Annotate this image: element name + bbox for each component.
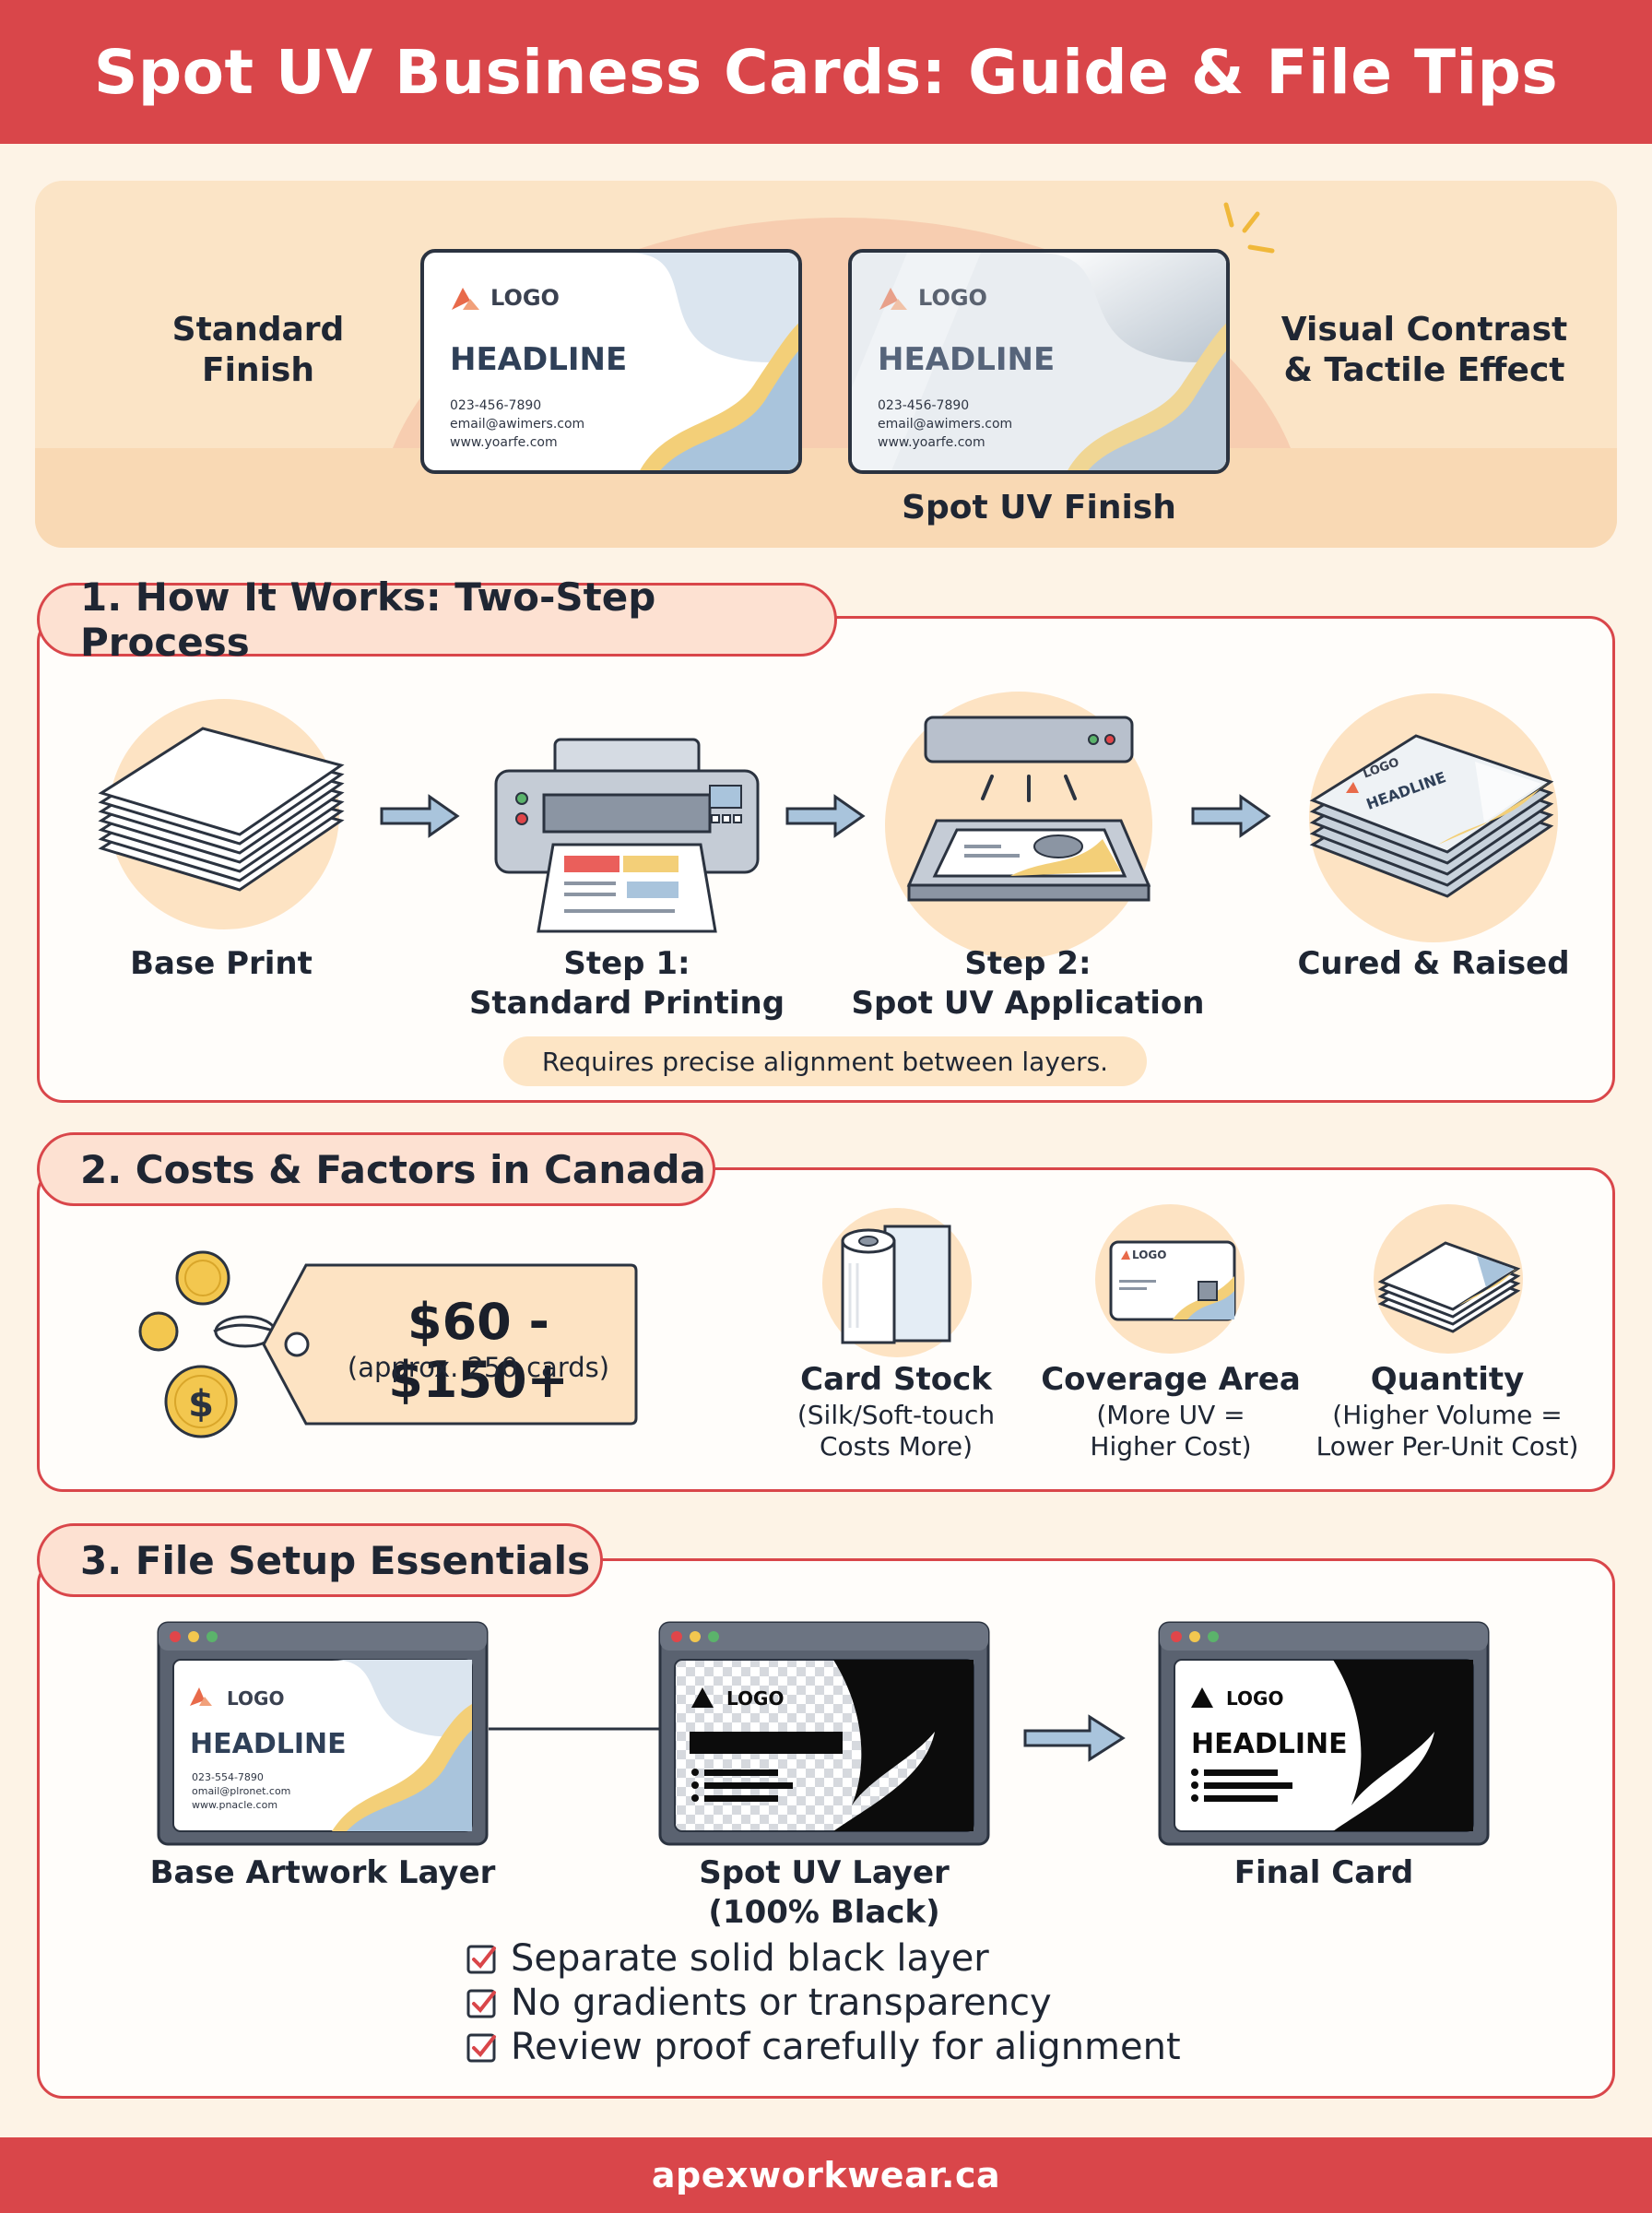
final-card-label: Final Card <box>1233 1854 1414 1891</box>
standard-finish-label: Standard Finish <box>171 311 345 389</box>
factor-quantity-title: Quantity <box>1370 1361 1525 1398</box>
card-gloss-graphic <box>852 253 1226 470</box>
spot-uv-caption: Spot UV Finish <box>902 489 1176 527</box>
card-headline: HEADLINE <box>878 341 1056 378</box>
header-bar: Spot UV Business Cards: Guide & File Tip… <box>0 0 1652 144</box>
logo-mark-icon <box>879 288 907 310</box>
arrow-right-icon <box>1023 1714 1126 1762</box>
paper-roll-icon <box>841 1225 951 1344</box>
hero-ground-band <box>35 448 1617 548</box>
step-label-step1: Step 1: Standard Printing <box>468 945 785 1022</box>
price-range: $60 - $150+ <box>388 1293 569 1409</box>
spot-layer-logo: LOGO <box>726 1687 785 1710</box>
step-label-base-print: Base Print <box>130 945 313 982</box>
cured-card-stack-icon <box>1309 734 1554 898</box>
checklist-item: Review proof carefully for alignment <box>466 2025 1181 2069</box>
spot-uv-window <box>658 1621 990 1846</box>
checkbox-checked-icon <box>466 1945 496 1974</box>
factor-coverage-title: Coverage Area <box>1041 1361 1301 1398</box>
connector-line <box>489 1727 660 1731</box>
logo-mark-icon <box>452 288 479 310</box>
contrast-label: Visual Contrast & Tactile Effect <box>1280 311 1568 389</box>
base-card-headline: HEADLINE <box>190 1728 347 1760</box>
price-tag-graphic <box>138 1250 638 1438</box>
checklist-item: No gradients or transparency <box>466 1981 1181 2025</box>
final-card-window <box>1158 1621 1490 1846</box>
mini-card-logo: LOGO <box>1132 1249 1167 1261</box>
printer-icon <box>494 738 760 933</box>
arrow-right-icon <box>1191 794 1271 838</box>
checkbox-checked-icon <box>466 2033 496 2063</box>
base-card-contact: 023-554-7890 omail@plronet.com www.pnacl… <box>192 1771 291 1811</box>
card-contact-info: 023-456-7890 email@awimers.com www.yoarf… <box>878 398 1013 450</box>
coverage-card-icon <box>1109 1240 1236 1321</box>
arrow-right-icon <box>380 794 460 838</box>
file-checklist: Separate solid black layer No gradients … <box>466 1936 1181 2069</box>
section2-title: 2. Costs & Factors in Canada <box>37 1132 715 1206</box>
arrow-right-icon <box>785 794 866 838</box>
factor-quantity-desc: (Higher Volume = Lower Per-Unit Cost) <box>1316 1400 1579 1462</box>
price-note: (approx. 250 cards) <box>347 1352 610 1383</box>
card-headline: HEADLINE <box>450 341 628 378</box>
card-logo: LOGO <box>878 284 987 312</box>
base-artwork-label: Base Artwork Layer <box>149 1854 496 1891</box>
card-logo: LOGO <box>450 284 560 312</box>
paper-stack-icon <box>98 727 345 892</box>
sparkle-icon <box>1223 202 1275 254</box>
final-card-logo: LOGO <box>1226 1687 1284 1710</box>
final-card-headline: HEADLINE <box>1191 1728 1348 1760</box>
checkbox-checked-icon <box>466 1989 496 2018</box>
footer-bar: apexworkwear.ca <box>0 2137 1652 2213</box>
coin-dollar-icon: $ <box>188 1383 214 1426</box>
card-wave-graphic <box>627 253 798 470</box>
checklist-item: Separate solid black layer <box>466 1936 1181 1981</box>
spot-uv-finish-card: LOGO HEADLINE 023-456-7890 email@awimers… <box>848 249 1230 474</box>
alignment-note: Requires precise alignment between layer… <box>503 1036 1147 1086</box>
page-title: Spot UV Business Cards: Guide & File Tip… <box>93 36 1559 108</box>
card-contact-info: 023-456-7890 email@awimers.com www.yoarf… <box>450 398 585 450</box>
section1-title: 1. How It Works: Two-Step Process <box>37 574 837 665</box>
factor-card-stock-title: Card Stock <box>800 1361 992 1398</box>
base-card-logo: LOGO <box>227 1687 285 1710</box>
footer-site-link[interactable]: apexworkwear.ca <box>651 2155 1001 2195</box>
step-label-cured: Cured & Raised <box>1297 945 1570 982</box>
factor-coverage-desc: (More UV = Higher Cost) <box>1090 1400 1252 1462</box>
quantity-stack-icon <box>1377 1241 1521 1333</box>
uv-lamp-icon <box>906 716 1151 902</box>
standard-finish-card: LOGO HEADLINE 023-456-7890 email@awimers… <box>420 249 802 474</box>
step-label-step2: Step 2: Spot UV Application <box>851 945 1205 1022</box>
factor-card-stock-desc: (Silk/Soft-touch Costs More) <box>796 1400 996 1462</box>
base-artwork-window <box>157 1621 489 1846</box>
section3-title: 3. File Setup Essentials <box>37 1523 603 1597</box>
spot-uv-layer-label: Spot UV Layer (100% Black) <box>699 1854 950 1931</box>
